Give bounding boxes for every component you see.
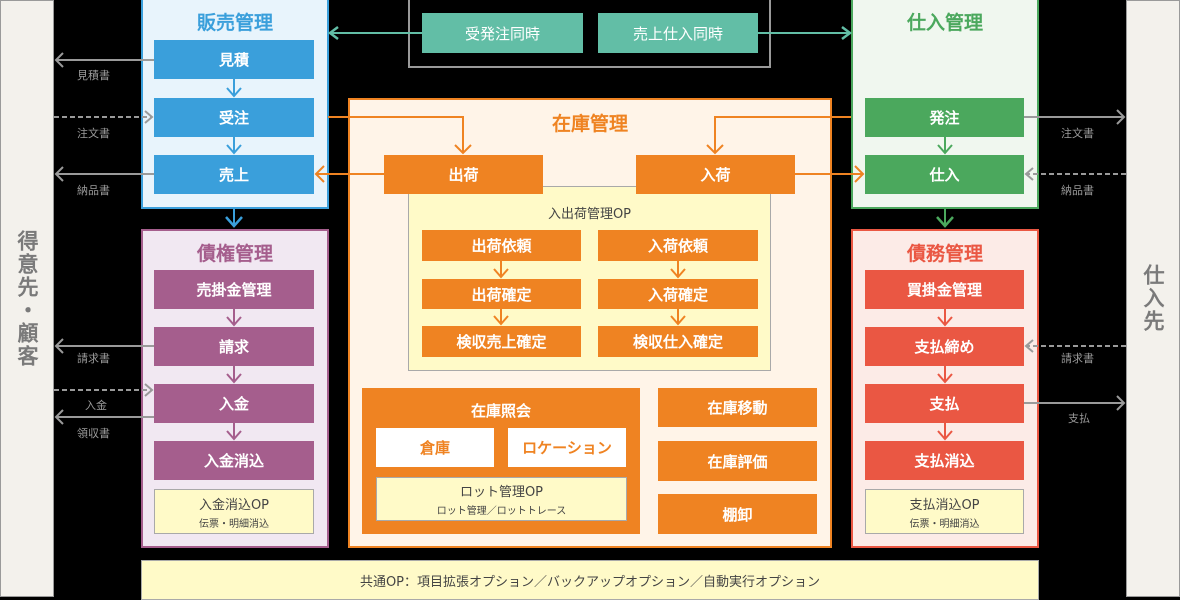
function-label: 棚卸 [722,505,753,524]
doc-label-invoice-in: 請求書 [1061,352,1094,365]
step-label: 支払消込 [914,452,975,470]
receivable-option[interactable]: 入金消込OP 伝票・明細消込 [154,489,314,534]
step-label: 出荷確定 [471,285,532,304]
step-label: 受注 [218,109,249,127]
option-subtitle: ロット管理／ロットトレース [436,506,567,517]
step-billing[interactable]: 請求 [154,327,314,366]
option-title: ロット管理OP [459,485,544,500]
step-inspection-purchase-confirm[interactable]: 検収仕入確定 [598,326,758,357]
receiving-label: 入荷 [700,166,731,184]
doc-label-estimate: 見積書 [77,69,110,82]
stock-transfer-button[interactable]: 在庫移動 [658,388,817,427]
doc-label-payment-in: 入金 [85,399,107,412]
step-label: 発注 [929,109,960,127]
step-label: 検収売上確定 [456,333,547,351]
lot-option[interactable]: ロット管理OP ロット管理／ロットトレース [376,477,627,521]
step-shipping-confirm[interactable]: 出荷確定 [422,279,581,309]
sales-title: 販売管理 [196,12,273,34]
option-title: 入金消込OP [198,497,270,513]
doc-label-delivery-in: 納品書 [1061,184,1094,197]
sync-order-label: 受発注同時 [464,24,540,43]
step-receiving-confirm[interactable]: 入荷確定 [598,279,758,309]
step-accounts-receivable[interactable]: 売掛金管理 [154,270,314,309]
step-label: 入荷確定 [647,285,708,304]
inventory-title: 在庫管理 [551,113,628,135]
step-label: 買掛金管理 [906,281,982,299]
step-purchase[interactable]: 仕入 [865,155,1024,194]
sync-order-button[interactable]: 受発注同時 [422,13,583,53]
step-purchase-order[interactable]: 発注 [865,98,1024,137]
step-label: 入金消込 [203,452,264,470]
step-label: 入金 [218,395,249,413]
customer-panel: 得意先・顧客 [0,0,54,597]
purchase-title: 仕入管理 [906,12,983,34]
step-label: 見積 [218,51,249,69]
doc-label-payment-out: 支払 [1068,412,1090,425]
supplier-label: 仕入先 [1141,264,1165,333]
step-payment[interactable]: 支払 [865,384,1024,423]
step-payment-clearing[interactable]: 支払消込 [865,441,1024,480]
common-option-label: 共通OP：項目拡張オプション／バックアップオプション／自動実行オプション [359,574,821,590]
step-sales[interactable]: 売上 [154,155,314,194]
step-accounts-payable[interactable]: 買掛金管理 [865,270,1024,309]
location-button[interactable]: ロケーション [508,428,626,467]
doc-label-order-in: 注文書 [77,127,110,140]
location-label: ロケーション [522,439,612,457]
function-label: 在庫評価 [707,452,768,471]
option-subtitle: 伝票・明細消込 [199,518,269,530]
step-label: 売上 [218,166,249,184]
step-estimate[interactable]: 見積 [154,40,314,79]
option-title: 支払消込OP [909,497,980,513]
step-payment-received[interactable]: 入金 [154,384,314,423]
supplier-panel: 仕入先 [1126,0,1180,597]
step-label: 検収仕入確定 [632,333,723,351]
step-payment-reconcile[interactable]: 入金消込 [154,441,314,480]
warehouse-button[interactable]: 倉庫 [376,428,494,467]
function-label: 在庫移動 [707,399,768,417]
sync-sales-purchase-label: 売上仕入同時 [632,24,723,43]
doc-label-po-out: 注文書 [1061,127,1094,140]
step-label: 支払 [929,395,960,413]
common-option-bar[interactable]: 共通OP：項目拡張オプション／バックアップオプション／自動実行オプション [141,560,1039,600]
shipping-button[interactable]: 出荷 [384,155,543,194]
step-payment-closing[interactable]: 支払締め [865,327,1024,366]
inquiry-title: 在庫照会 [470,402,531,420]
step-inspection-sales-confirm[interactable]: 検収売上確定 [422,326,581,357]
step-label: 仕入 [929,166,960,184]
shipping-label: 出荷 [448,166,479,184]
payable-option[interactable]: 支払消込OP 伝票・明細消込 [865,489,1024,534]
io-option-title: 入出荷管理OP [547,207,632,222]
step-order[interactable]: 受注 [154,98,314,137]
stocktaking-button[interactable]: 棚卸 [658,494,817,534]
step-label: 出荷依頼 [471,237,532,255]
doc-label-receipt-out: 領収書 [77,427,110,440]
customer-label: 得意先・顧客 [15,229,39,368]
step-label: 請求 [218,338,249,356]
warehouse-label: 倉庫 [419,439,450,457]
payable-title: 債務管理 [906,243,983,265]
receivable-title: 債権管理 [196,243,273,265]
stock-valuation-button[interactable]: 在庫評価 [658,441,817,481]
step-receiving-request[interactable]: 入荷依頼 [598,230,758,261]
step-label: 入荷依頼 [647,237,708,255]
receiving-button[interactable]: 入荷 [636,155,795,194]
step-label: 支払締め [914,338,975,356]
doc-label-delivery-out: 納品書 [77,184,110,197]
doc-label-invoice-out: 請求書 [77,352,110,365]
option-subtitle: 伝票・明細消込 [909,518,980,530]
sync-group [408,0,771,68]
step-label: 売掛金管理 [196,281,272,299]
sync-sales-purchase-button[interactable]: 売上仕入同時 [598,13,758,53]
step-shipping-request[interactable]: 出荷依頼 [422,230,581,261]
